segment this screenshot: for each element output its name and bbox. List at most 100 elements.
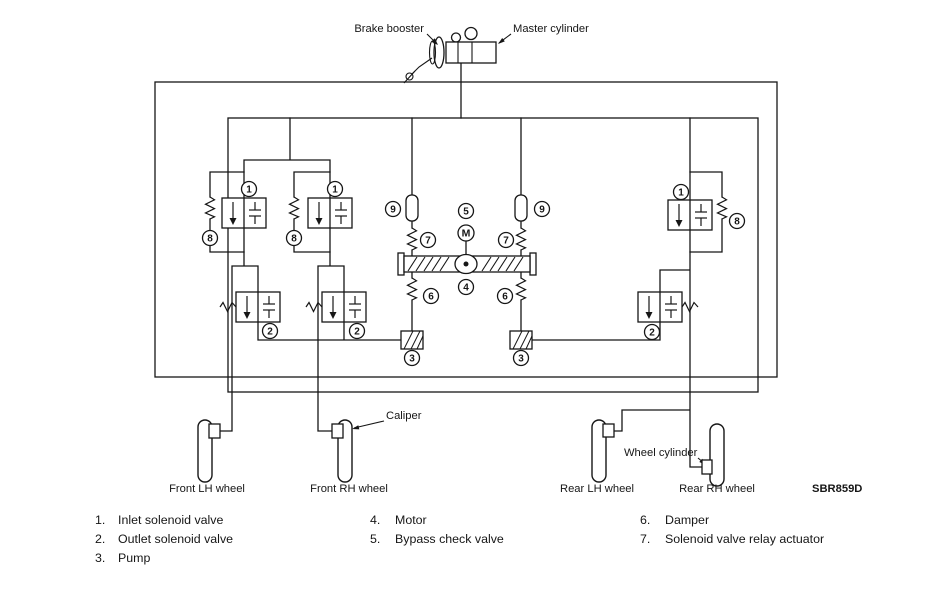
check-valve-spring-front-rh	[288, 196, 300, 220]
rear-lh-wheel-label: Rear LH wheel	[560, 483, 634, 495]
outlet-solenoid-valve-rear	[637, 291, 683, 323]
front-rh-wheel-label: Front RH wheel	[310, 483, 388, 495]
legend-item-2-label: Outlet solenoid valve	[118, 532, 233, 546]
pedal-arm	[403, 70, 416, 84]
pump-body-hatch	[407, 256, 524, 272]
legend: 1. Inlet solenoid valve 2. Outlet soleno…	[95, 513, 824, 565]
wheel-cylinder-label: Wheel cylinder	[624, 447, 698, 459]
callout-damper-6b: 6	[496, 287, 514, 305]
callout-inlet-valve-1b: 1	[326, 180, 344, 198]
wheels	[197, 419, 725, 487]
callout-number: 1	[246, 185, 252, 196]
legend-item-4-label: Motor	[395, 513, 427, 527]
pump-left	[400, 330, 424, 350]
callout-number: 9	[390, 205, 396, 216]
brake-booster-body	[433, 36, 445, 69]
master-cylinder-body	[445, 41, 497, 64]
legend-item-2-num: 2.	[95, 532, 105, 546]
callout-outlet-valve-2c: 2	[643, 323, 661, 341]
pump-end-plate-right	[529, 252, 537, 276]
callout-number: 6	[428, 292, 434, 303]
relay-actuator-spring-left	[406, 227, 418, 251]
front-lh-caliper	[208, 423, 221, 439]
caliper-leader	[353, 420, 385, 429]
callout-pump-3b: 3	[512, 349, 530, 367]
legend-item-5-num: 5.	[370, 532, 380, 546]
legend-item-7-label: Solenoid valve relay actuator	[665, 532, 824, 546]
callout-outlet-valve-2b: 2	[348, 322, 366, 340]
reservoir-cap-large	[464, 26, 478, 41]
rear-lh-caliper	[602, 423, 615, 438]
figure-reference-code: SBR859D	[812, 483, 862, 495]
callout-bypass-check-valve-5: 5	[457, 202, 475, 220]
callout-number: 3	[409, 354, 415, 365]
callout-number: 8	[207, 234, 213, 245]
legend-item-7-num: 7.	[640, 532, 650, 546]
rear-rh-wheel-label: Rear RH wheel	[679, 483, 755, 495]
hydraulic-lines	[209, 63, 723, 468]
relay-actuator-spring-right	[515, 227, 527, 251]
master-cylinder-arrow-icon	[498, 38, 505, 44]
front-rh-caliper	[331, 423, 344, 439]
callout-number: 9	[539, 205, 545, 216]
callout-outlet-valve-2a: 2	[261, 322, 279, 340]
pump-end-plate-left	[397, 252, 405, 276]
reservoir-cap-small	[450, 32, 462, 43]
actuator-inner-box	[227, 117, 759, 393]
callout-number: 4	[463, 283, 469, 294]
pump-right	[509, 330, 533, 350]
legend-item-6-label: Damper	[665, 513, 709, 527]
callout-damper-9b: 9	[533, 200, 551, 218]
callout-inlet-valve-1a: 1	[240, 180, 258, 198]
callout-number: 3	[518, 354, 524, 365]
legend-item-1-num: 1.	[95, 513, 105, 527]
inlet-solenoid-valve-front-rh	[307, 197, 353, 229]
callout-inlet-valve-1c: 1	[672, 183, 690, 201]
callout-number: 5	[463, 207, 469, 218]
callout-number: 1	[678, 188, 684, 199]
callout-damper-9a: 9	[384, 200, 402, 218]
brake-booster-arrow-icon	[431, 38, 438, 45]
valve-return-spring-front-rh	[305, 301, 323, 313]
inlet-solenoid-valve-rear	[667, 199, 713, 231]
outlet-solenoid-valve-front-lh	[235, 291, 281, 323]
callout-number: 8	[291, 234, 297, 245]
callout-number: 8	[734, 217, 740, 228]
callout-check-valve-8a: 8	[201, 229, 219, 247]
check-valve-spring-rear	[716, 196, 728, 220]
master-cylinder-label: Master cylinder	[513, 23, 589, 35]
callout-number: 6	[502, 292, 508, 303]
callout-relay-actuator-7a: 7	[419, 231, 437, 249]
damper-capsule-left	[405, 194, 419, 222]
legend-item-3-label: Pump	[118, 551, 150, 565]
callout-number: 7	[425, 236, 431, 247]
inlet-solenoid-valve-front-lh	[221, 197, 267, 229]
pump-eccentric-pin	[463, 261, 469, 267]
callout-damper-6a: 6	[422, 287, 440, 305]
callout-number: 2	[354, 327, 360, 338]
legend-item-3-num: 3.	[95, 551, 105, 565]
caliper-label: Caliper	[386, 410, 422, 422]
motor-symbol-circle	[457, 224, 475, 242]
front-lh-wheel-label: Front LH wheel	[169, 483, 245, 495]
legend-item-6-num: 6.	[640, 513, 650, 527]
brake-booster-label: Brake booster	[354, 23, 424, 35]
legend-item-4-num: 4.	[370, 513, 380, 527]
master-cylinder-assembly	[403, 26, 497, 84]
legend-item-1-label: Inlet solenoid valve	[118, 513, 223, 527]
damper-spring-right	[515, 277, 527, 301]
caliper-arrow-icon	[352, 425, 360, 430]
callout-pump-3a: 3	[403, 349, 421, 367]
rear-rh-tire	[709, 423, 725, 487]
outlet-solenoid-valve-front-rh	[321, 291, 367, 323]
callout-motor-4: 4	[457, 278, 475, 296]
callout-number: 2	[267, 327, 273, 338]
legend-item-5-label: Bypass check valve	[395, 532, 504, 546]
leader-lines	[352, 33, 706, 465]
callout-number: 1	[332, 185, 338, 196]
callout-relay-actuator-7b: 7	[497, 231, 515, 249]
callout-check-valve-8c: 8	[728, 212, 746, 230]
damper-capsule-right	[514, 194, 528, 222]
